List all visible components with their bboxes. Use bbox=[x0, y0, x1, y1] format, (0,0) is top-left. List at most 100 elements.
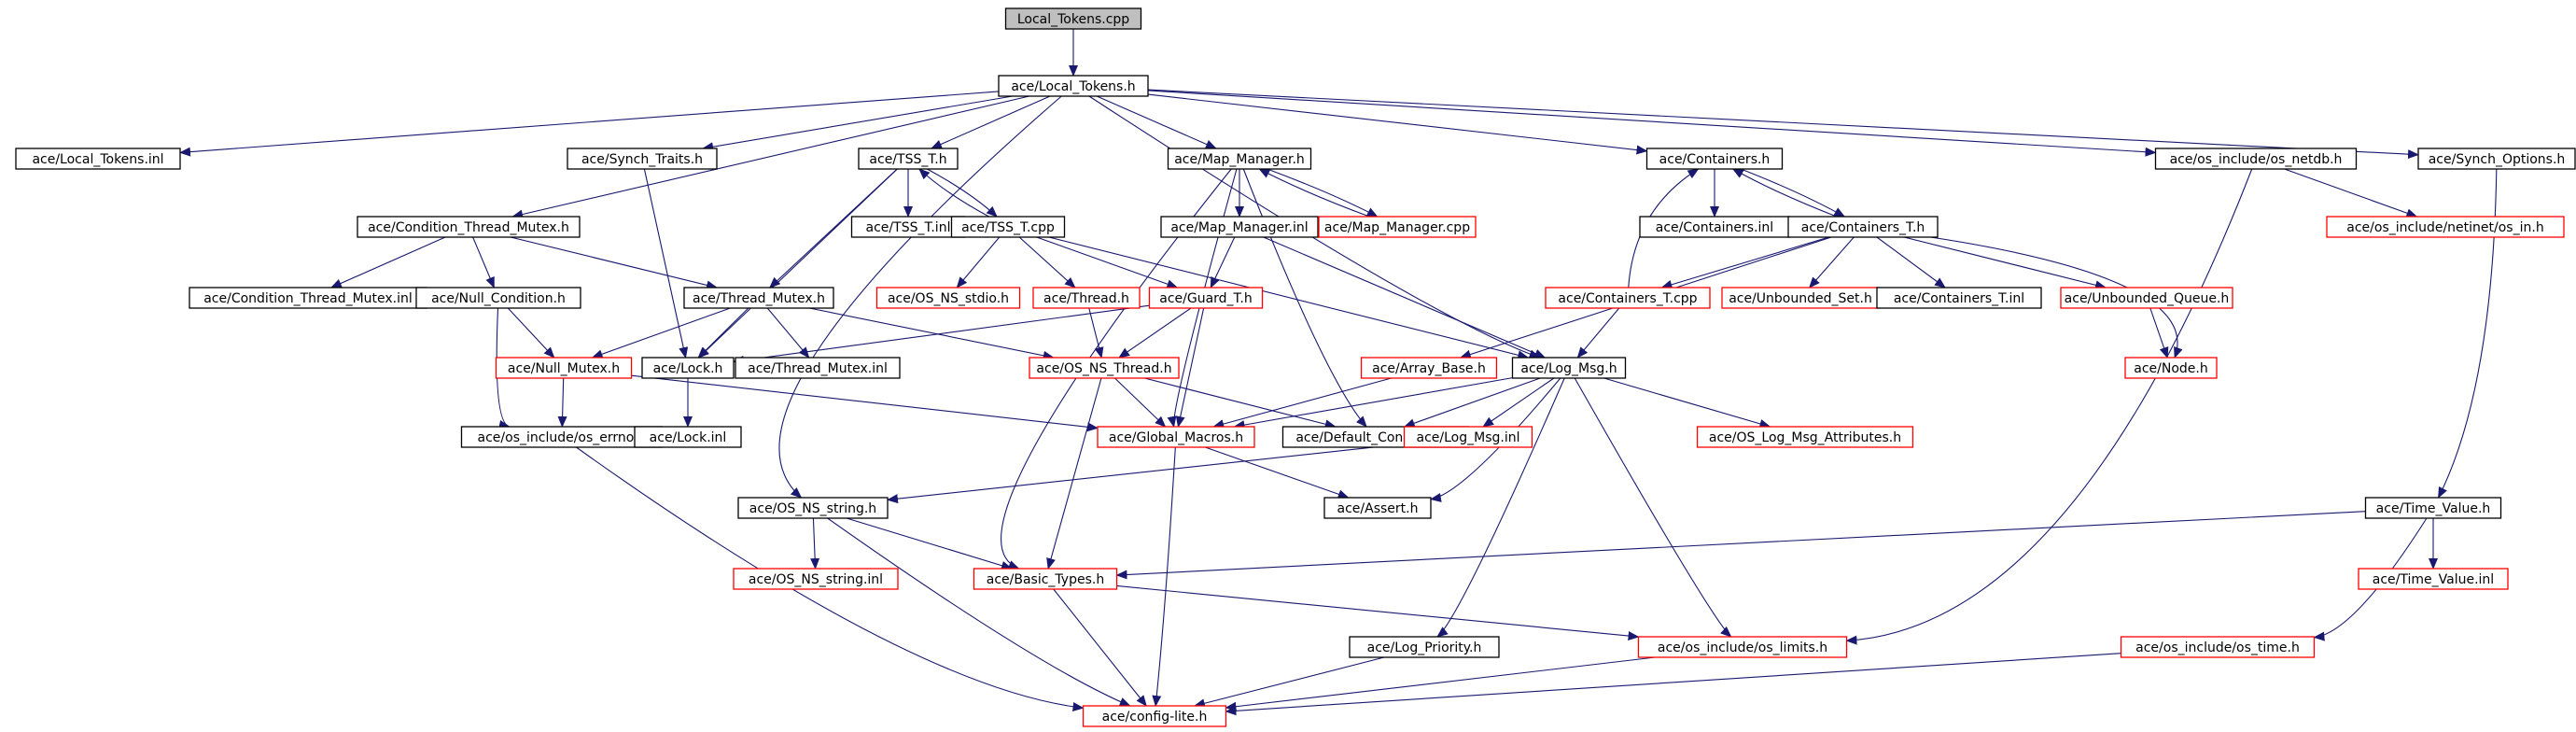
edge-containers-t-h-to-unbounded-queue-h bbox=[1903, 236, 2107, 290]
node-label: ace/Synch_Options.h bbox=[2429, 152, 2566, 167]
node-label: ace/Thread.h bbox=[1043, 291, 1129, 306]
node-box bbox=[973, 568, 1118, 590]
node-box bbox=[1082, 705, 1227, 727]
node-thread-mutex-inl[interactable]: ace/Thread_Mutex.inl bbox=[735, 357, 901, 379]
node-tss-t-inl[interactable]: ace/TSS_T.inl bbox=[850, 216, 966, 238]
node-time-value-inl[interactable]: ace/Time_Value.inl bbox=[2358, 568, 2509, 590]
node-synch-options-h[interactable]: ace/Synch_Options.h bbox=[2417, 148, 2576, 170]
node-label: ace/TSS_T.cpp bbox=[961, 220, 1055, 235]
node-unbounded-set-h[interactable]: ace/Unbounded_Set.h bbox=[1721, 287, 1880, 309]
node-label: ace/os_include/netinet/os_in.h bbox=[2346, 220, 2543, 235]
node-label: ace/Thread_Mutex.inl bbox=[748, 361, 888, 376]
edge-local-tokens-h-to-local-tokens-inl bbox=[179, 91, 1000, 157]
node-box bbox=[1148, 287, 1264, 309]
node-containers-t-h[interactable]: ace/Containers_T.h bbox=[1787, 216, 1939, 238]
node-os-ns-thread-h[interactable]: ace/OS_NS_Thread.h bbox=[1029, 357, 1180, 379]
edge-null-condition-h-to-null-mutex-h bbox=[507, 307, 555, 359]
node-condition-thread-mutex-inl[interactable]: ace/Condition_Thread_Mutex.inl bbox=[189, 287, 427, 309]
node-lock-inl[interactable]: ace/Lock.inl bbox=[634, 426, 742, 448]
node-box bbox=[733, 568, 899, 590]
node-box bbox=[634, 426, 742, 448]
node-basic-types-h[interactable]: ace/Basic_Types.h bbox=[973, 568, 1118, 590]
edge-guard-t-h-to-os-ns-thread-h bbox=[1118, 307, 1192, 359]
node-null-mutex-h[interactable]: ace/Null_Mutex.h bbox=[495, 357, 633, 379]
node-map-manager-inl[interactable]: ace/Map_Manager.inl bbox=[1160, 216, 1319, 238]
node-os-ns-stdio-h[interactable]: ace/OS_NS_stdio.h bbox=[875, 287, 1021, 309]
node-label: ace/OS_Log_Msg_Attributes.h bbox=[1709, 430, 1901, 445]
node-label: ace/Map_Manager.cpp bbox=[1324, 220, 1470, 235]
node-box bbox=[357, 216, 581, 238]
node-os-log-msg-attributes-h[interactable]: ace/OS_Log_Msg_Attributes.h bbox=[1696, 426, 1914, 448]
edge-thread-mutex-h-to-null-mutex-h bbox=[591, 307, 731, 359]
edge-tss-t-h-to-lock-h bbox=[697, 168, 898, 359]
node-box bbox=[1323, 497, 1432, 519]
node-os-ns-string-h[interactable]: ace/OS_NS_string.h bbox=[737, 497, 889, 519]
node-containers-inl[interactable]: ace/Containers.inl bbox=[1639, 216, 1790, 238]
edge-os-netdb-h-to-os-limits-h bbox=[1845, 168, 2253, 645]
edge-log-msg-h-to-os-limits-h bbox=[1574, 377, 1732, 638]
node-lock-h[interactable]: ace/Lock.h bbox=[641, 357, 735, 379]
node-log-msg-inl[interactable]: ace/Log_Msg.inl bbox=[1403, 426, 1533, 448]
node-local-tokens-inl[interactable]: ace/Local_Tokens.inl bbox=[15, 148, 181, 170]
node-box bbox=[1167, 148, 1312, 170]
node-tss-t-h[interactable]: ace/TSS_T.h bbox=[858, 148, 959, 170]
edge-os-ns-thread-h-to-default-constants-h bbox=[1144, 377, 1337, 429]
node-label: ace/os_include/os_time.h bbox=[2135, 640, 2300, 655]
node-label: ace/Array_Base.h bbox=[1372, 361, 1486, 376]
node-local-tokens-cpp[interactable]: Local_Tokens.cpp bbox=[1004, 7, 1142, 30]
node-unbounded-queue-h[interactable]: ace/Unbounded_Queue.h bbox=[2060, 287, 2233, 309]
node-containers-t-cpp[interactable]: ace/Containers_T.cpp bbox=[1545, 287, 1711, 309]
edge-map-manager-inl-to-guard-t-h bbox=[1210, 236, 1236, 289]
node-box bbox=[415, 287, 581, 309]
node-condition-thread-mutex-h[interactable]: ace/Condition_Thread_Mutex.h bbox=[357, 216, 581, 238]
edge-time-value-h-to-os-time-h bbox=[2313, 517, 2428, 641]
node-os-limits-h[interactable]: ace/os_include/os_limits.h bbox=[1637, 636, 1848, 658]
edge-local-tokens-h-to-map-manager-h bbox=[1096, 95, 1217, 149]
node-log-msg-h[interactable]: ace/Log_Msg.h bbox=[1511, 357, 1627, 379]
node-label: ace/TSS_T.inl bbox=[866, 220, 951, 235]
node-label: ace/Unbounded_Queue.h bbox=[2065, 291, 2230, 306]
node-box bbox=[2060, 287, 2233, 309]
node-netinet-in-h[interactable]: ace/os_include/netinet/os_in.h bbox=[2326, 216, 2565, 238]
node-node-h[interactable]: ace/Node.h bbox=[2124, 357, 2218, 379]
edge-local-tokens-h-to-os-netdb-h bbox=[1147, 90, 2157, 157]
node-os-errno-h[interactable]: ace/os_include/os_errno.h bbox=[460, 426, 664, 448]
edge-tss-t-cpp-to-os-ns-stdio-h bbox=[956, 236, 1001, 289]
node-os-ns-string-inl[interactable]: ace/OS_NS_string.inl bbox=[733, 568, 899, 590]
edge-os-ns-string-h-to-os-ns-string-inl bbox=[810, 517, 820, 570]
node-containers-t-inl[interactable]: ace/Containers_T.inl bbox=[1876, 287, 2042, 309]
node-null-condition-h[interactable]: ace/Null_Condition.h bbox=[415, 287, 581, 309]
node-label: ace/Local_Tokens.inl bbox=[32, 152, 163, 167]
node-assert-h[interactable]: ace/Assert.h bbox=[1323, 497, 1432, 519]
edge-log-msg-h-to-assert-h bbox=[1430, 377, 1561, 502]
edge-os-ns-string-h-to-config-lite-h bbox=[827, 517, 1131, 707]
node-time-value-h[interactable]: ace/Time_Value.h bbox=[2364, 497, 2502, 519]
node-map-manager-cpp[interactable]: ace/Map_Manager.cpp bbox=[1318, 216, 1477, 238]
edge-log-msg-h-to-os-log-msg-attributes-h bbox=[1603, 377, 1771, 429]
node-os-netdb-h[interactable]: ace/os_include/os_netdb.h bbox=[2154, 148, 2358, 170]
node-thread-h[interactable]: ace/Thread.h bbox=[1032, 287, 1141, 309]
node-thread-mutex-h[interactable]: ace/Thread_Mutex.h bbox=[683, 287, 834, 309]
edge-basic-types-h-to-os-limits-h bbox=[1116, 584, 1640, 641]
node-array-base-h[interactable]: ace/Array_Base.h bbox=[1360, 357, 1498, 379]
node-global-macros-h[interactable]: ace/Global_Macros.h bbox=[1097, 426, 1255, 448]
edge-containers-t-cpp-to-log-msg-h bbox=[1576, 307, 1620, 359]
node-containers-h[interactable]: ace/Containers.h bbox=[1645, 148, 1784, 170]
node-tss-t-cpp[interactable]: ace/TSS_T.cpp bbox=[950, 216, 1066, 238]
node-os-time-h[interactable]: ace/os_include/os_time.h bbox=[2120, 636, 2316, 658]
node-config-lite-h[interactable]: ace/config-lite.h bbox=[1082, 705, 1227, 727]
node-synch-traits-h[interactable]: ace/Synch_Traits.h bbox=[567, 148, 718, 170]
edge-local-tokens-h-to-tss-t-h bbox=[931, 95, 1051, 149]
node-local-tokens-h[interactable]: ace/Local_Tokens.h bbox=[998, 75, 1149, 97]
node-box bbox=[998, 75, 1149, 97]
edge-tss-t-cpp-to-log-msg-h bbox=[1048, 236, 1530, 360]
node-box bbox=[1511, 357, 1627, 379]
node-guard-t-h[interactable]: ace/Guard_T.h bbox=[1148, 287, 1264, 309]
node-box bbox=[15, 148, 181, 170]
node-box bbox=[567, 148, 718, 170]
node-log-priority-h[interactable]: ace/Log_Priority.h bbox=[1349, 636, 1500, 658]
node-box bbox=[495, 357, 633, 379]
node-map-manager-h[interactable]: ace/Map_Manager.h bbox=[1167, 148, 1312, 170]
